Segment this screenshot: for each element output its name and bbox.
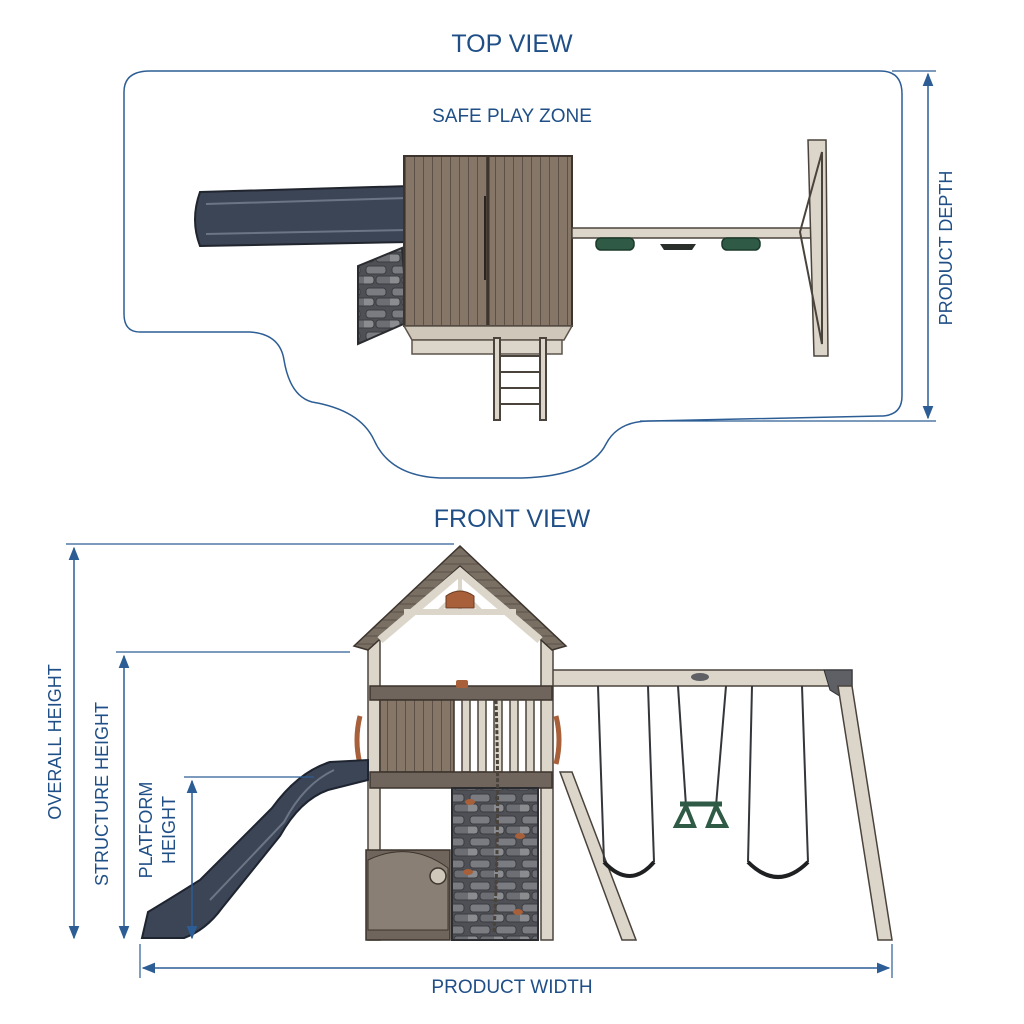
ladder-top <box>493 337 547 421</box>
swing-beam-top <box>571 139 829 357</box>
structure-height-label: STRUCTURE HEIGHT <box>92 702 112 886</box>
swing-seats-top <box>595 237 761 251</box>
safe-play-zone-outline <box>123 70 903 479</box>
product-depth-label: PRODUCT DEPTH <box>936 171 956 326</box>
slide-front <box>140 758 369 939</box>
top-view-title: TOP VIEW <box>451 30 573 58</box>
platform-height-label-line1: PLATFORM <box>136 782 156 879</box>
platform-height-label-line2: HEIGHT <box>159 796 179 864</box>
swing-left <box>597 685 656 878</box>
product-width-label: PRODUCT WIDTH <box>431 977 592 998</box>
swing-right <box>746 685 810 879</box>
trapeze-bar <box>672 685 730 828</box>
safe-play-zone-label: SAFE PLAY ZONE <box>432 106 592 127</box>
slide-top <box>194 184 411 248</box>
climbing-wall-top <box>357 246 410 346</box>
fort-lower-level <box>365 849 451 941</box>
front-view-title: FRONT VIEW <box>434 505 591 533</box>
rock-climbing-wall-front <box>451 699 539 941</box>
swing-frame-front <box>551 669 893 941</box>
fort-roof-front <box>352 544 568 651</box>
overall-height-label: OVERALL HEIGHT <box>45 664 65 819</box>
fort-upper-deck <box>354 680 562 789</box>
fort-roof-top <box>402 155 574 355</box>
